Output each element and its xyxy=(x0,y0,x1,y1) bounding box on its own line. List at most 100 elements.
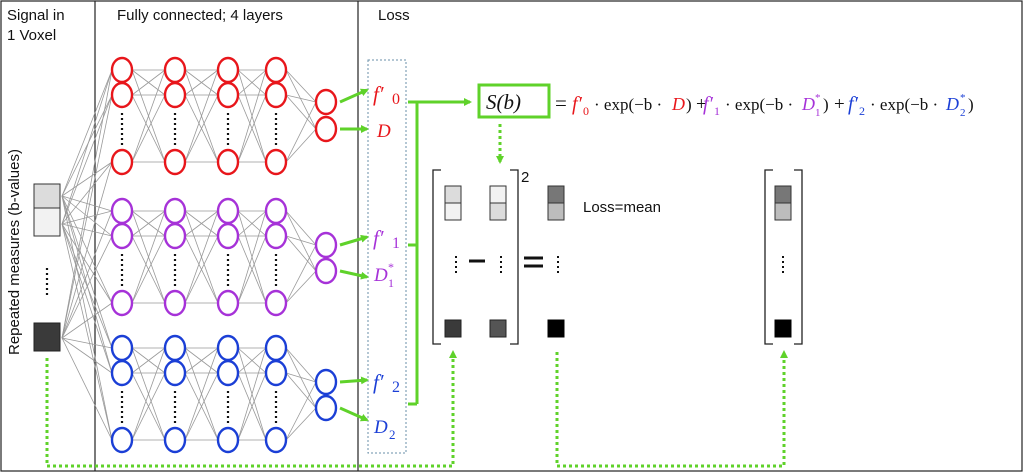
svg-text:· exp(−b ·: · exp(−b · xyxy=(870,95,938,114)
svg-text:· exp(−b ·: · exp(−b · xyxy=(725,95,793,114)
output-D: D xyxy=(376,121,391,142)
neuron-red-l1-n2 xyxy=(110,81,134,109)
output-f1: f′ 1 xyxy=(373,226,400,252)
equation-lhs-box xyxy=(477,83,551,119)
svg-text:D: D xyxy=(373,417,388,438)
neuron-red-l1-n3 xyxy=(110,148,134,176)
connections xyxy=(61,69,317,441)
output-neuron-blue-2 xyxy=(314,394,338,422)
header-signal-line2: 1 Voxel xyxy=(7,27,56,44)
equation-equals: = xyxy=(555,91,567,115)
equation-plus-2: + xyxy=(834,94,845,115)
output-f2: f′ 2 xyxy=(373,370,400,396)
output-parameter-box xyxy=(367,59,407,454)
svg-text:D: D xyxy=(801,94,815,114)
neuron-purple-l3-n3 xyxy=(216,289,240,317)
neuron-red-l4-n2 xyxy=(264,81,288,109)
neuron-purple-l3-n2 xyxy=(216,222,240,250)
svg-text:f′: f′ xyxy=(373,370,384,394)
equation-plus-1: + xyxy=(696,94,707,115)
svg-text:*: * xyxy=(815,92,821,104)
neuron-purple-l2-n2 xyxy=(163,222,187,250)
neuron-purple-l4-n3 xyxy=(264,289,288,317)
neuron-nodes xyxy=(110,56,338,454)
neuron-purple-l2-n3 xyxy=(163,289,187,317)
neuron-blue-l3-n1 xyxy=(216,334,240,362)
neuron-red-l1-n1 xyxy=(110,56,134,84)
output-arrows xyxy=(339,88,369,422)
svg-text:*: * xyxy=(960,92,966,104)
svg-text:2: 2 xyxy=(859,104,865,118)
side-label: Repeated measures (b-values) xyxy=(6,149,23,355)
svg-text:*: * xyxy=(388,260,394,274)
neuron-blue-l1-n1 xyxy=(110,334,134,362)
svg-text:0: 0 xyxy=(392,91,400,108)
collector-bracket xyxy=(408,98,472,406)
svg-text:0: 0 xyxy=(583,104,589,118)
neuron-blue-l2-n1 xyxy=(163,334,187,362)
svg-text:D: D xyxy=(671,94,685,114)
svg-text:): ) xyxy=(968,95,974,114)
neuron-purple-l3-n1 xyxy=(216,197,240,225)
equation-term-1: f′ 0 · exp(−b · D ) xyxy=(572,93,692,118)
neuron-red-l3-n2 xyxy=(216,81,240,109)
output-neuron-red-1 xyxy=(314,88,338,116)
output-D1: D 1 * xyxy=(373,260,394,290)
svg-text:1: 1 xyxy=(388,276,394,290)
squared-exponent: 2 xyxy=(521,169,529,186)
neuron-blue-l1-n3 xyxy=(110,426,134,454)
equation-term-3: f′ 2 · exp(−b · D 2 * ) xyxy=(848,92,974,119)
neuron-red-l4-n1 xyxy=(264,56,288,84)
svg-text:f′: f′ xyxy=(572,93,583,115)
svg-text:· exp(−b ·: · exp(−b · xyxy=(594,95,662,114)
neuron-blue-l4-n1 xyxy=(264,334,288,362)
bracket-left-open xyxy=(432,169,441,345)
neuron-purple-l1-n3 xyxy=(110,289,134,317)
neuron-purple-l4-n1 xyxy=(264,197,288,225)
column-difference xyxy=(547,185,565,338)
svg-text:f′: f′ xyxy=(373,226,384,250)
neuron-blue-l2-n2 xyxy=(163,359,187,387)
header-signal-line1: Signal in xyxy=(7,7,65,24)
input-block-2 xyxy=(33,207,61,237)
neuron-red-l3-n3 xyxy=(216,148,240,176)
equals-sign xyxy=(524,256,543,268)
neuron-blue-l4-n2 xyxy=(264,359,288,387)
neuron-blue-l3-n3 xyxy=(216,426,240,454)
neuron-purple-l2-n1 xyxy=(163,197,187,225)
column-measured xyxy=(444,185,462,338)
svg-text:f′: f′ xyxy=(848,93,859,115)
svg-text:D: D xyxy=(373,265,388,286)
input-block-1 xyxy=(33,183,61,209)
svg-text:): ) xyxy=(823,95,829,114)
neuron-purple-l4-n2 xyxy=(264,222,288,250)
output-neuron-purple-2 xyxy=(314,257,338,285)
input-block-last xyxy=(33,322,61,352)
neuron-red-l3-n1 xyxy=(216,56,240,84)
output-neuron-blue-1 xyxy=(314,368,338,396)
neuron-blue-l2-n3 xyxy=(163,426,187,454)
output-f0: f′ 0 xyxy=(373,82,400,108)
svg-text:2: 2 xyxy=(389,427,396,442)
equation-lhs: S(b) xyxy=(486,90,521,114)
header-network: Fully connected; 4 layers xyxy=(117,7,283,24)
output-neuron-red-2 xyxy=(314,115,338,143)
output-neuron-purple-1 xyxy=(314,231,338,259)
equation-term-2: f′ 1 · exp(−b · D 1 * ) xyxy=(703,92,829,119)
neuron-red-l2-n2 xyxy=(163,81,187,109)
svg-text:1: 1 xyxy=(815,107,821,119)
column-mean-result xyxy=(774,185,792,338)
neuron-blue-l4-n3 xyxy=(264,426,288,454)
bracket-right-open xyxy=(764,169,773,345)
header-loss: Loss xyxy=(378,7,410,24)
input-signal-stack xyxy=(33,183,61,352)
bracket-right-close xyxy=(794,169,803,345)
bottom-dotted-paths xyxy=(45,350,788,468)
neuron-purple-l1-n1 xyxy=(110,197,134,225)
svg-text:f′: f′ xyxy=(373,82,384,106)
loss-mean-label: Loss=mean xyxy=(583,199,661,216)
neuron-red-l2-n1 xyxy=(163,56,187,84)
svg-text:1: 1 xyxy=(392,235,400,252)
